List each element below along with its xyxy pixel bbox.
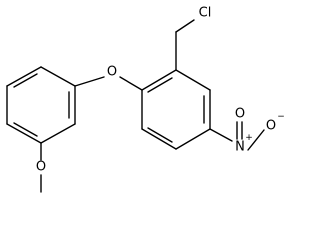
bond: [175, 69, 211, 91]
nitro-nitrogen-atom: N: [235, 140, 245, 155]
bond: [6, 66, 42, 87]
double-bond-inner: [147, 127, 173, 143]
methoxy-oxygen-atom: O: [36, 160, 46, 175]
bond: [141, 128, 177, 150]
bond: [40, 123, 76, 144]
bond-c-n: [209, 128, 233, 142]
bond: [40, 66, 76, 87]
bond-c-o: [119, 76, 143, 91]
bond: [6, 123, 42, 144]
double-bond-inner: [13, 122, 38, 137]
double-bond-inner: [13, 73, 38, 88]
molecule-drawing: Cl O O N + O O −: [6, 6, 285, 193]
structure-canvas: Cl O O N + O O −: [6, 6, 285, 193]
ring-nitrophenyl: [141, 69, 211, 150]
bond-o-c: [74, 76, 105, 87]
nitro-oxygen-right-atom: O: [266, 119, 276, 134]
bond: [141, 69, 177, 91]
bond: [175, 128, 211, 150]
nitrogen-positive-charge: +: [245, 133, 253, 143]
nitro-oxygen-top-atom: O: [235, 107, 245, 122]
bond-n-o-minus: [247, 129, 265, 151]
ring-methoxyphenyl: [6, 66, 76, 144]
oxygen-negative-charge: −: [277, 112, 285, 122]
ether-oxygen-atom: O: [107, 65, 117, 80]
double-bond-inner: [147, 77, 173, 93]
bond-c-cl: [175, 19, 195, 33]
chlorine-atom: Cl: [199, 6, 212, 21]
